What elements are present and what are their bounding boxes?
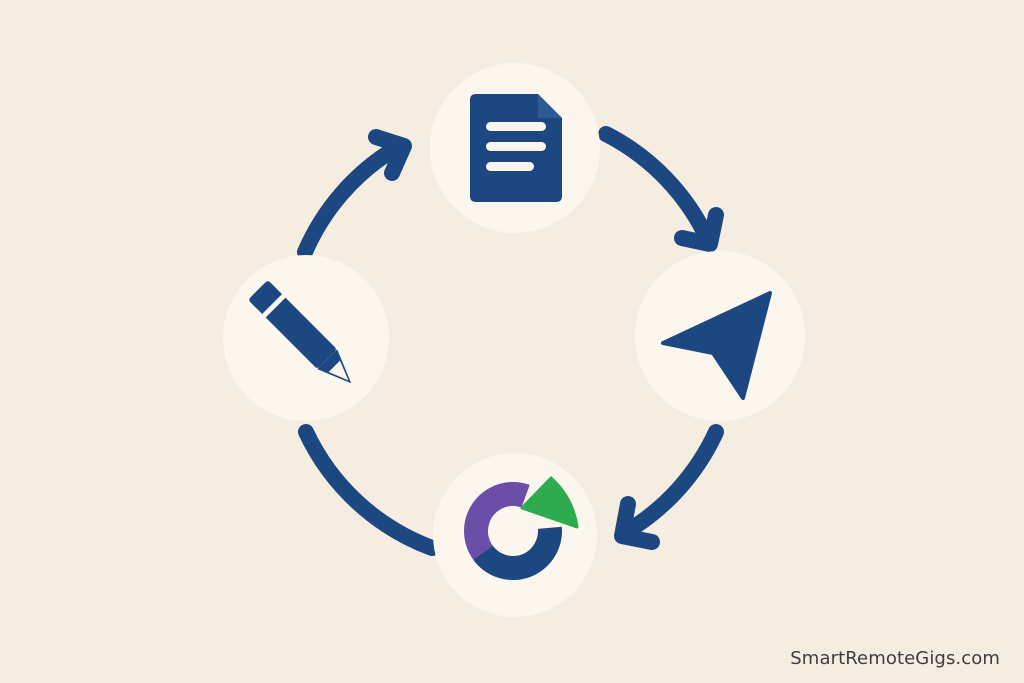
- node-edit: [223, 255, 389, 421]
- document-icon: [470, 94, 562, 202]
- node-analytics: [433, 453, 597, 617]
- arrow-document-to-send: [598, 126, 724, 252]
- pencil-icon: [249, 281, 352, 384]
- arrow-edit-to-document: [297, 129, 412, 260]
- paper-plane-icon: [661, 291, 772, 400]
- arrow-analytics-to-edit: [298, 424, 440, 556]
- node-document: [430, 63, 600, 233]
- arrow-send-to-analytics: [614, 424, 724, 550]
- node-send: [635, 251, 805, 421]
- watermark: SmartRemoteGigs.com: [790, 648, 1000, 669]
